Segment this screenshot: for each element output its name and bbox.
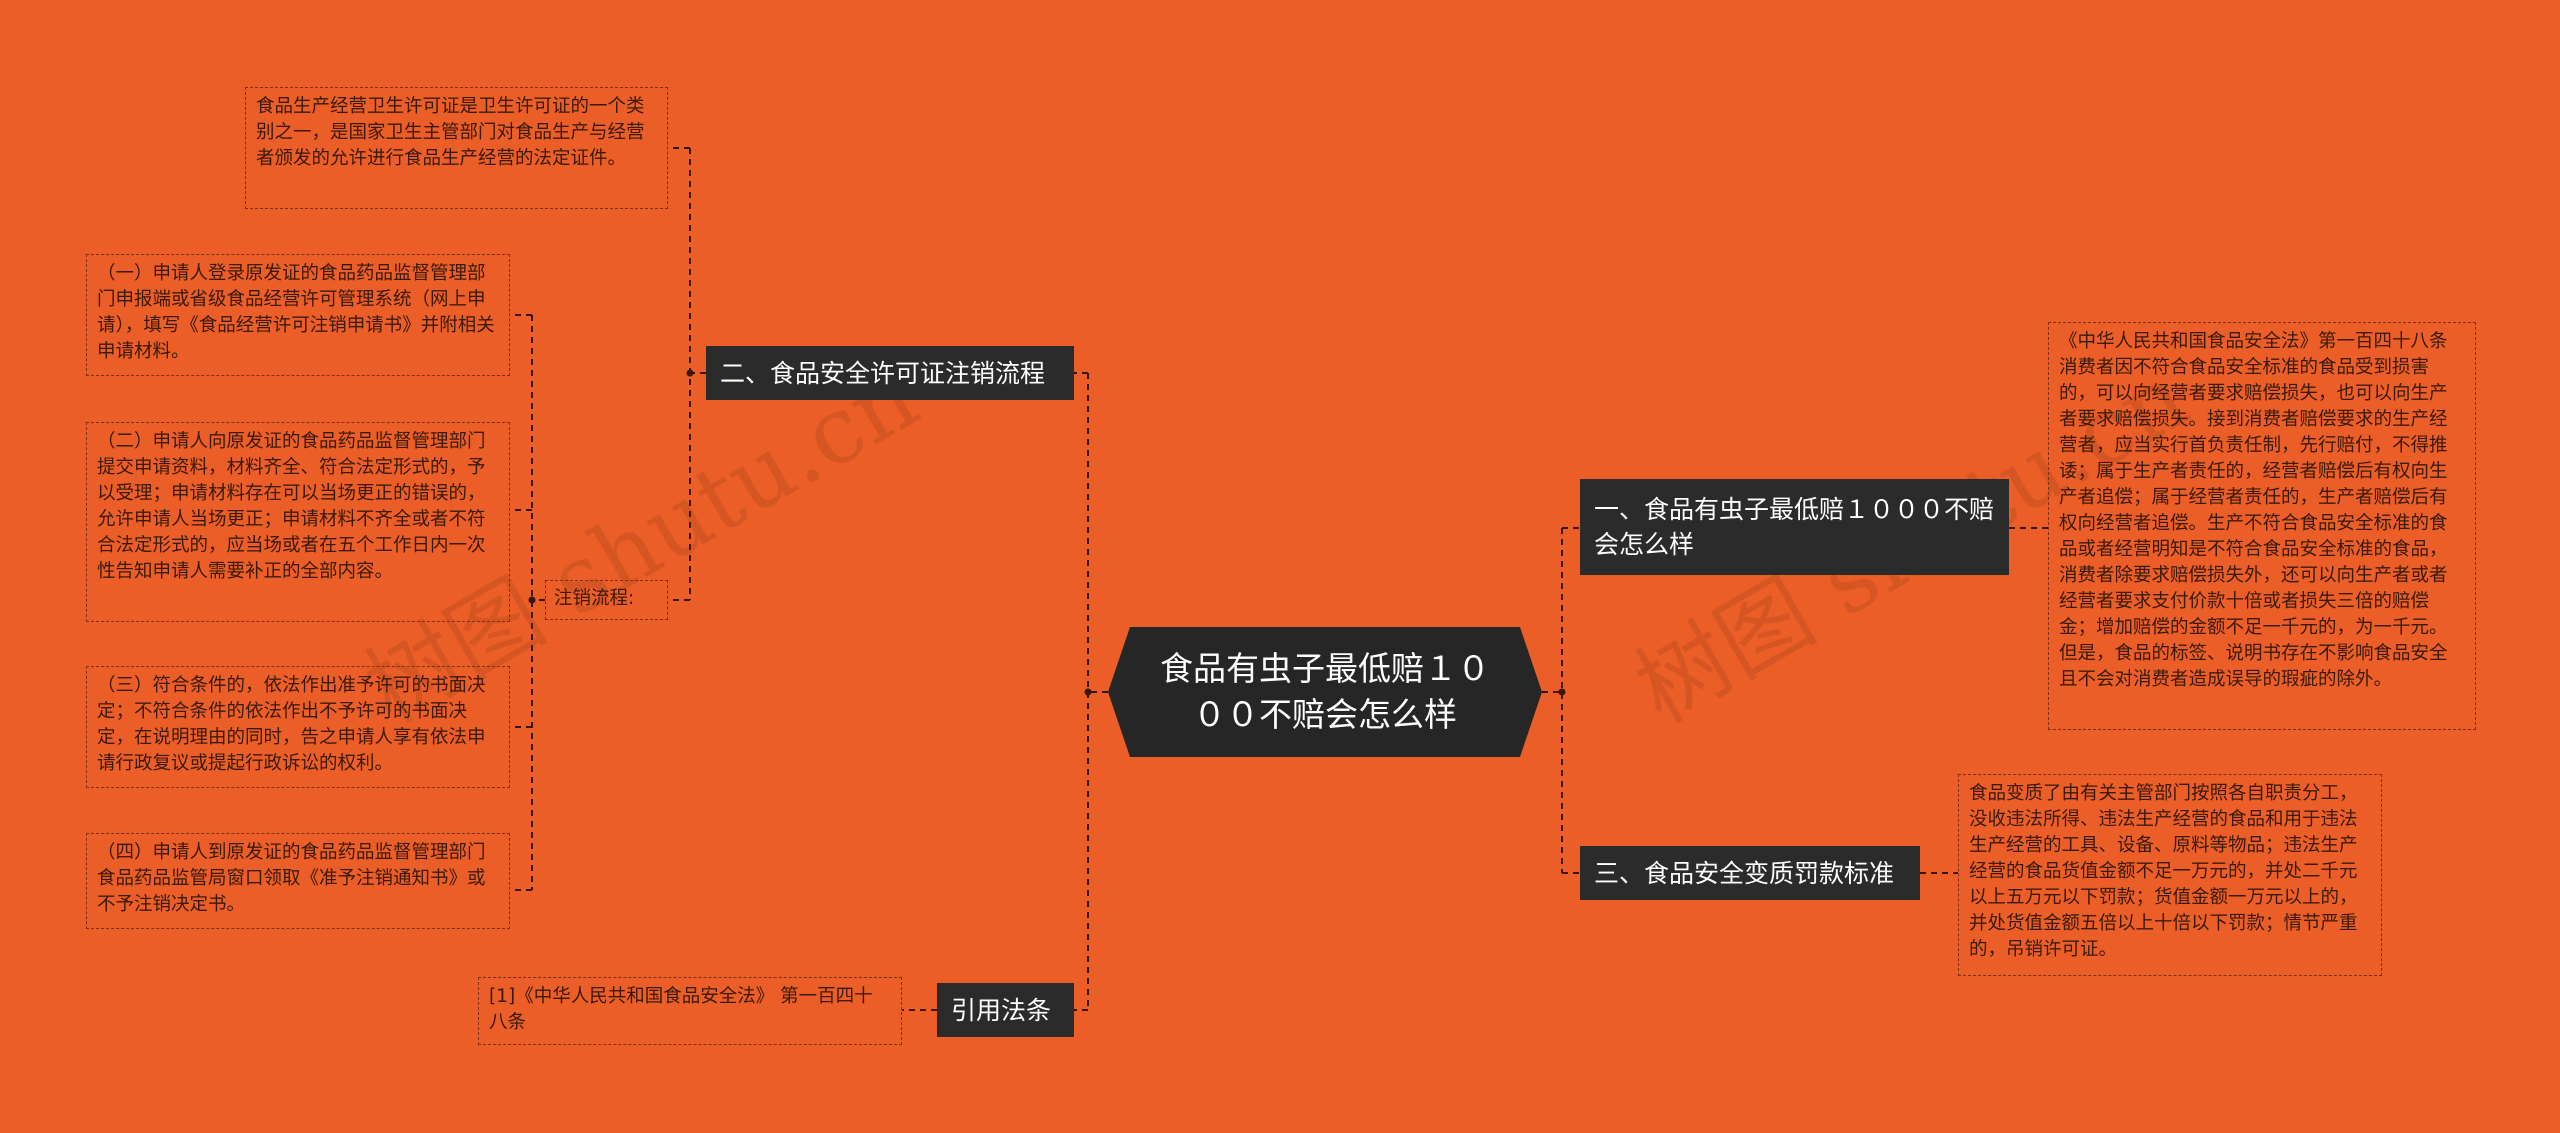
branch-cited-laws[interactable]: 引用法条 xyxy=(937,983,1074,1037)
branch-label: 三、食品安全变质罚款标准 xyxy=(1594,858,1895,888)
leaf-text: （四）申请人到原发证的食品药品监督管理部门食品药品监管局窗口领取《准予注销通知书… xyxy=(97,842,486,915)
leaf-text: （三）符合条件的，依法作出准予许可的书面决定；不符合条件的依法作出不予许可的书面… xyxy=(97,675,486,774)
branch-bug-compensation[interactable]: 一、食品有虫子最低赔１０００不赔会怎么样 xyxy=(1580,479,2009,575)
leaf-text: 食品生产经营卫生许可证是卫生许可证的一个类别之一，是国家卫生主管部门对食品生产与… xyxy=(256,96,645,169)
leaf-food-safety-law-148[interactable]: 《中华人民共和国食品安全法》第一百四十八条消费者因不符合食品安全标准的食品受到损… xyxy=(2048,322,2476,730)
leaf-text: [1]《中华人民共和国食品安全法》 第一百四十八条 xyxy=(489,986,873,1033)
central-topic[interactable]: 食品有虫子最低赔１０００不赔会怎么样 xyxy=(1108,627,1542,757)
branch-label: 引用法条 xyxy=(951,995,1052,1025)
leaf-license-intro[interactable]: 食品生产经营卫生许可证是卫生许可证的一个类别之一，是国家卫生主管部门对食品生产与… xyxy=(245,87,668,209)
leaf-text: 食品变质了由有关主管部门按照各自职责分工，没收违法所得、违法生产经营的食品和用于… xyxy=(1969,783,2358,960)
leaf-text: 注销流程: xyxy=(554,588,635,609)
leaf-step-4[interactable]: （四）申请人到原发证的食品药品监督管理部门食品药品监管局窗口领取《准予注销通知书… xyxy=(86,833,510,929)
branch-license-cancellation[interactable]: 二、食品安全许可证注销流程 xyxy=(706,346,1074,400)
leaf-process-label[interactable]: 注销流程: xyxy=(545,580,668,620)
leaf-step-1[interactable]: （一）申请人登录原发证的食品药品监督管理部门申报端或省级食品经营许可管理系统（网… xyxy=(86,254,510,376)
branch-label: 二、食品安全许可证注销流程 xyxy=(720,358,1046,388)
branch-spoilage-penalty[interactable]: 三、食品安全变质罚款标准 xyxy=(1580,846,1920,900)
branch-label: 一、食品有虫子最低赔１０００不赔会怎么样 xyxy=(1594,495,1995,559)
leaf-text: （二）申请人向原发证的食品药品监督管理部门提交申请资料，材料齐全、符合法定形式的… xyxy=(97,431,486,582)
leaf-step-2[interactable]: （二）申请人向原发证的食品药品监督管理部门提交申请资料，材料齐全、符合法定形式的… xyxy=(86,422,510,622)
leaf-spoilage-penalty-detail[interactable]: 食品变质了由有关主管部门按照各自职责分工，没收违法所得、违法生产经营的食品和用于… xyxy=(1958,774,2382,976)
leaf-citation[interactable]: [1]《中华人民共和国食品安全法》 第一百四十八条 xyxy=(478,977,902,1045)
leaf-text: （一）申请人登录原发证的食品药品监督管理部门申报端或省级食品经营许可管理系统（网… xyxy=(97,263,495,362)
leaf-text: 《中华人民共和国食品安全法》第一百四十八条消费者因不符合食品安全标准的食品受到损… xyxy=(2059,331,2448,690)
leaf-step-3[interactable]: （三）符合条件的，依法作出准予许可的书面决定；不符合条件的依法作出不予许可的书面… xyxy=(86,666,510,788)
central-topic-label: 食品有虫子最低赔１０００不赔会怎么样 xyxy=(1160,649,1490,734)
